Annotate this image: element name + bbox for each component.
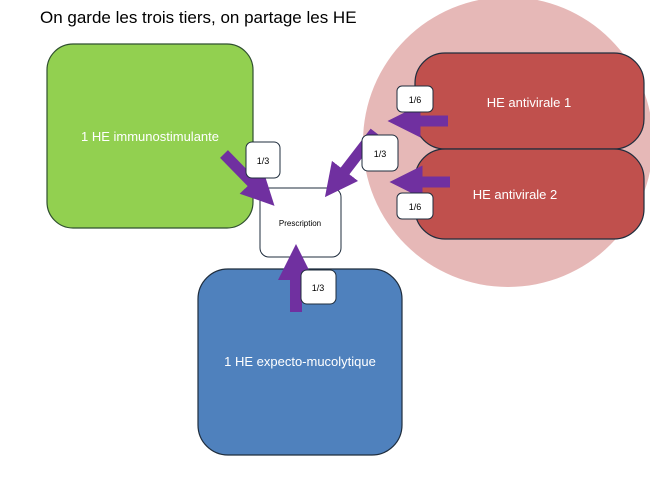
antivirale-2-label: HE antivirale 2: [473, 187, 558, 202]
antivirale-1-label: HE antivirale 1: [487, 95, 572, 110]
fraction-box-expecto: [300, 269, 337, 305]
fraction-antiviral1: 1/6: [409, 95, 422, 105]
immunostimulante-label: 1 HE immunostimulante: [81, 129, 219, 144]
fraction-antiviral-group: 1/3: [374, 149, 387, 159]
fraction-box-antiviral1: [396, 85, 434, 113]
fraction-antiviral2: 1/6: [409, 202, 422, 212]
fraction-box-antiviral-group: [361, 134, 399, 172]
immunostimulante-box: [46, 43, 254, 229]
fraction-box-antiviral2: [396, 192, 434, 220]
arrow-immuno-to-prescription: [220, 150, 275, 206]
fraction-box-immuno: [245, 141, 281, 179]
fraction-expecto: 1/3: [312, 283, 325, 293]
page-title: On garde les trois tiers, on partage les…: [40, 8, 357, 27]
expecto-mucolytique-label: 1 HE expecto-mucolytique: [224, 354, 376, 369]
fraction-immuno: 1/3: [257, 156, 270, 166]
prescription-label: Prescription: [279, 219, 321, 228]
